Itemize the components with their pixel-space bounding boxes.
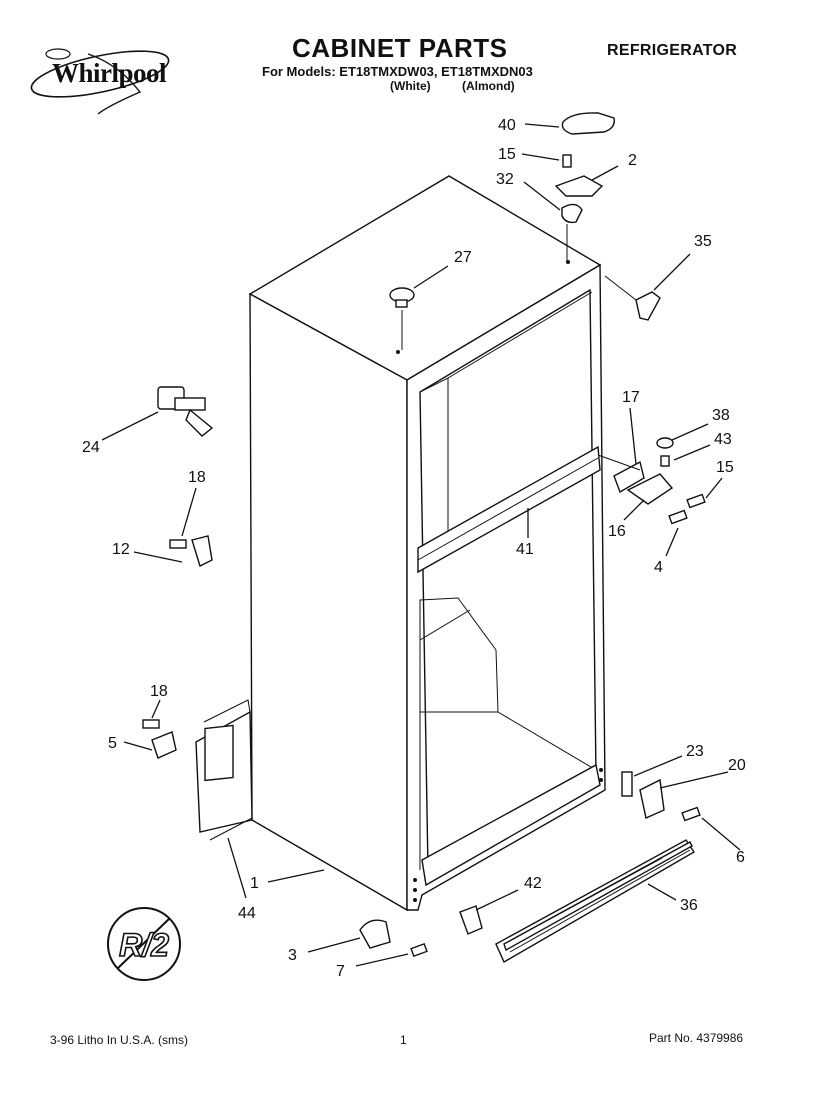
callout-18: 18 xyxy=(150,683,168,700)
leader-lines xyxy=(101,123,741,967)
page-number: 1 xyxy=(400,1033,407,1047)
screw xyxy=(410,942,428,958)
callout-3: 3 xyxy=(288,947,297,964)
callout-44: 44 xyxy=(238,905,256,922)
callout-18: 18 xyxy=(188,469,206,486)
grille-clip xyxy=(459,905,483,935)
hinge-cover xyxy=(561,112,615,135)
leveling-clip xyxy=(359,919,391,949)
callout-17: 17 xyxy=(622,389,640,406)
whirlpool-logo xyxy=(30,48,170,115)
callout-41: 41 xyxy=(516,541,534,558)
callout-15: 15 xyxy=(716,459,734,476)
model-list: For Models: ET18TMXDW03, ET18TMXDN03 xyxy=(262,64,533,79)
page-title: CABINET PARTS xyxy=(292,33,508,63)
top-hinge xyxy=(554,154,604,262)
brand-logo-text: Whirlpool xyxy=(52,58,167,88)
finish-white-label: (White) xyxy=(390,79,431,93)
finish-almond-label: (Almond) xyxy=(462,79,515,93)
callout-38: 38 xyxy=(712,407,730,424)
toe-grille xyxy=(495,839,695,963)
lower-clip xyxy=(142,719,177,759)
revision-badge: R/2 xyxy=(107,907,181,981)
callout-15: 15 xyxy=(498,146,516,163)
callout-42: 42 xyxy=(524,875,542,892)
print-info: 3-96 Litho In U.S.A. (sms) xyxy=(50,1033,189,1047)
callout-35: 35 xyxy=(694,233,712,250)
callout-24: 24 xyxy=(82,439,100,456)
part-number: Part No. 4379986 xyxy=(649,1031,744,1045)
callout-7: 7 xyxy=(336,963,345,980)
cabinet-body xyxy=(248,175,606,912)
center-hinge xyxy=(597,437,706,525)
callout-1: 1 xyxy=(250,875,259,892)
plug-button xyxy=(389,287,415,350)
callout-23: 23 xyxy=(686,743,704,760)
category-label: REFRIGERATOR xyxy=(607,42,738,59)
badge-text: R/2 xyxy=(119,927,169,963)
bottom-hinge xyxy=(621,771,701,822)
callout-27: 27 xyxy=(454,249,472,266)
callout-12: 12 xyxy=(112,541,130,558)
callout-43: 43 xyxy=(714,431,732,448)
side-bracket xyxy=(157,386,214,437)
side-panel xyxy=(195,699,253,841)
callout-32: 32 xyxy=(496,171,514,188)
divider-bar xyxy=(417,445,601,574)
callout-16: 16 xyxy=(608,523,626,540)
callout-36: 36 xyxy=(680,897,698,914)
callout-5: 5 xyxy=(108,735,117,752)
callout-20: 20 xyxy=(728,757,746,774)
upper-clip xyxy=(169,535,213,567)
callout-4: 4 xyxy=(654,559,663,576)
handle-piece xyxy=(635,291,661,321)
callout-40: 40 xyxy=(498,117,516,134)
callout-2: 2 xyxy=(628,152,637,169)
callout-6: 6 xyxy=(736,849,745,866)
